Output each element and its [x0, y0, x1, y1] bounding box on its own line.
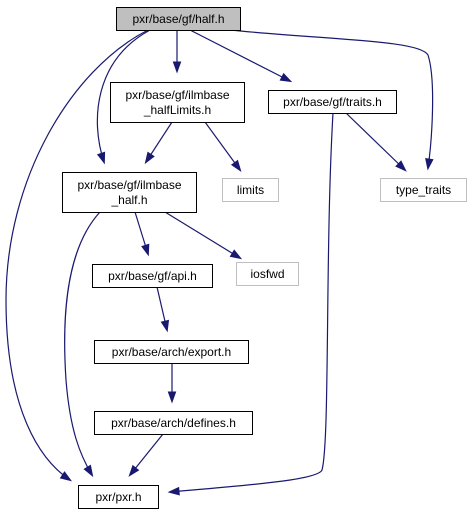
node-box: [110, 82, 245, 123]
edge-ilmHalf-to-pxr: [64, 211, 101, 478]
arrowhead: [83, 464, 94, 478]
edge-exportH-to-defines: [167, 363, 177, 404]
edge-ilmHalf-to-api: [134, 211, 150, 257]
arrowhead: [230, 159, 242, 173]
edge-traits-to-pxr: [167, 112, 334, 496]
node-traits[interactable]: pxr/base/gf/traits.h: [268, 90, 397, 114]
edge-ilmHalf-to-iosfwd: [164, 211, 243, 260]
edge-halfLimits-to-limits: [204, 121, 242, 173]
node-box: [222, 178, 279, 202]
edge-half-to-type_traits: [229, 29, 434, 171]
node-label: limits: [237, 183, 264, 197]
node-label: pxr/base/gf/ilmbase: [77, 178, 181, 192]
node-box: [62, 172, 197, 213]
node-limits[interactable]: limits: [222, 178, 279, 202]
arrowhead: [59, 471, 73, 482]
edge-api-to-exportH: [156, 286, 170, 333]
arrowhead: [96, 151, 106, 165]
node-label: pxr/pxr.h: [95, 490, 141, 504]
edge-half-to-pxr: [5, 29, 149, 482]
edge-line: [64, 211, 101, 476]
arrowhead: [279, 72, 293, 83]
node-box: [116, 7, 241, 31]
edges-layer: [5, 29, 434, 496]
node-label: pxr/base/gf/ilmbase: [125, 88, 229, 102]
arrowhead: [160, 319, 170, 333]
edge-line: [96, 29, 151, 163]
node-box: [236, 262, 299, 286]
edge-line: [204, 121, 241, 171]
node-label: type_traits: [396, 183, 451, 197]
arrowhead: [425, 157, 434, 171]
node-iosfwd[interactable]: iosfwd: [236, 262, 299, 286]
node-label: _half.h: [110, 193, 147, 207]
node-exportH[interactable]: pxr/base/arch/export.h: [94, 340, 249, 364]
edge-line: [164, 211, 241, 259]
arrowhead: [167, 486, 180, 496]
node-half[interactable]: pxr/base/gf/half.h: [116, 7, 241, 31]
arrowhead: [128, 464, 140, 477]
node-label: pxr/base/arch/defines.h: [111, 416, 236, 430]
arrowhead: [141, 243, 150, 257]
edge-line: [229, 29, 434, 169]
node-ilmHalf[interactable]: pxr/base/gf/ilmbase_half.h: [62, 172, 197, 213]
node-box: [92, 264, 213, 288]
node-box: [380, 178, 467, 202]
node-api[interactable]: pxr/base/gf/api.h: [92, 264, 213, 288]
edge-halfLimits-to-ilmHalf: [144, 121, 173, 165]
arrowhead: [229, 249, 243, 260]
arrowhead: [144, 151, 155, 165]
node-box: [268, 90, 397, 114]
node-type_traits[interactable]: type_traits: [380, 178, 467, 202]
node-label: pxr/base/arch/export.h: [112, 345, 231, 359]
edge-defines-to-pxr: [128, 433, 164, 477]
edge-line: [169, 112, 334, 493]
node-label: iosfwd: [250, 267, 284, 281]
node-label: _halfLimits.h: [143, 103, 211, 117]
node-box: [94, 340, 249, 364]
edge-half-to-halfLimits: [172, 30, 182, 74]
node-box: [78, 485, 159, 509]
arrowhead: [172, 61, 182, 74]
node-halfLimits[interactable]: pxr/base/gf/ilmbase_halfLimits.h: [110, 82, 245, 123]
node-label: pxr/base/gf/api.h: [108, 269, 197, 283]
edge-line: [345, 112, 406, 171]
nodes-layer: pxr/base/gf/half.hpxr/base/gf/ilmbase_ha…: [62, 7, 467, 509]
edge-line: [189, 29, 291, 82]
node-label: pxr/base/gf/traits.h: [283, 95, 382, 109]
edge-half-to-traits: [189, 29, 293, 83]
edge-half-to-ilmHalf: [96, 29, 151, 165]
node-box: [94, 411, 253, 435]
node-label: pxr/base/gf/half.h: [132, 12, 224, 26]
node-defines[interactable]: pxr/base/arch/defines.h: [94, 411, 253, 435]
edge-traits-to-type_traits: [345, 112, 407, 172]
node-pxr[interactable]: pxr/pxr.h: [78, 485, 159, 509]
arrowhead: [395, 160, 407, 172]
arrowhead: [167, 391, 177, 404]
edge-line: [5, 29, 149, 481]
